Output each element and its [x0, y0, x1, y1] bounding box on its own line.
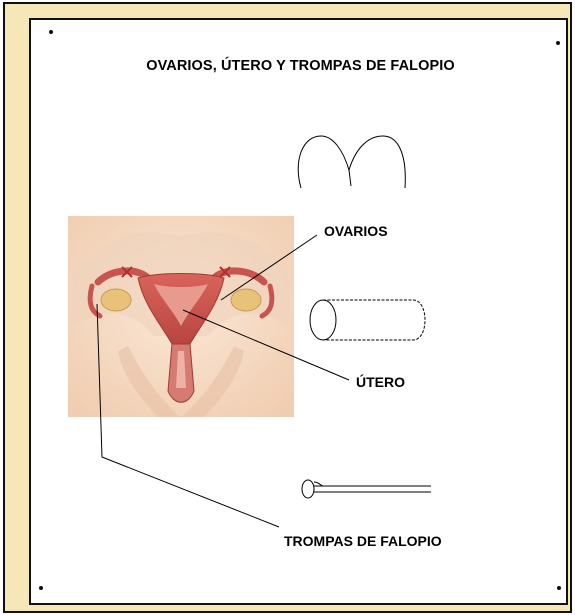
uterus-leader-line [182, 309, 350, 381]
ovaries-leader-line [220, 234, 318, 301]
outline-tube-shape-icon [301, 479, 431, 499]
pin-bottom-right [557, 586, 561, 590]
outline-cylinder-shape-icon [309, 299, 426, 341]
pin-top-right [556, 41, 560, 45]
fallopian-tubes-label: TROMPAS DE FALOPIO [284, 533, 442, 549]
diagram-overlay [96, 135, 431, 528]
anatomy-illustration-drawing [68, 216, 294, 417]
fallopian-tubes-leader-line [96, 303, 280, 528]
pin-bottom-left [39, 586, 43, 590]
uterus-label: ÚTERO [356, 374, 405, 390]
ovaries-label: OVARIOS [324, 223, 388, 239]
pin-top-left [49, 30, 53, 34]
diagram-title: OVARIOS, ÚTERO Y TROMPAS DE FALOPIO [146, 58, 455, 74]
poster-board: OVARIOS, ÚTERO Y TROMPAS DE FALOPIO [29, 18, 568, 605]
anatomy-illustration [68, 216, 294, 417]
outline-heart-shape-icon [297, 135, 406, 189]
